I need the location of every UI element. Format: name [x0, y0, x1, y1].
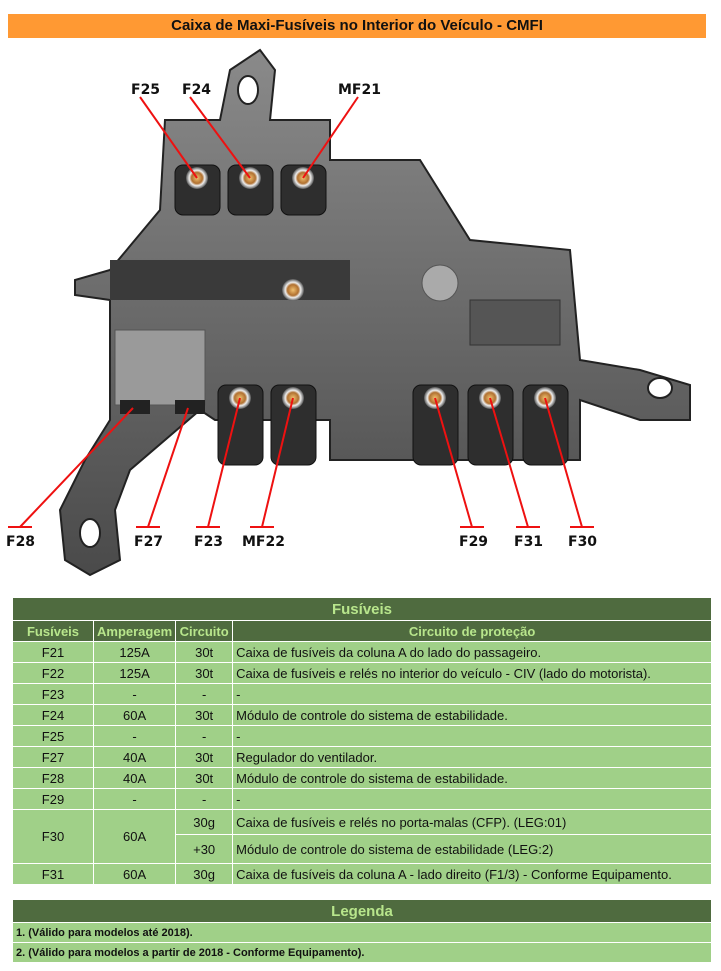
cell-circuit: 30t [175, 641, 234, 663]
col-header-fuse: Fusíveis [12, 620, 94, 642]
cell-fuse: F22 [12, 662, 94, 684]
cell-fuse: F23 [12, 683, 94, 705]
cell-fuse: F27 [12, 746, 94, 768]
cell-circuit: - [175, 725, 234, 747]
cell-amp: 60A [92, 809, 177, 864]
legend-item: 2. (Válido para modelos a partir de 2018… [12, 942, 712, 963]
cell-desc: Caixa de fusíveis da coluna A do lado do… [232, 641, 712, 663]
cell-circuit2: +30 [175, 834, 234, 864]
cell-amp: 125A [92, 662, 177, 684]
label-f30: F30 [568, 534, 597, 550]
cell-circuit: 30t [175, 704, 234, 726]
cell-fuse: F24 [12, 704, 94, 726]
cell-circuit: 30g [175, 809, 234, 835]
cell-fuse: F25 [12, 725, 94, 747]
fuses-table: Fusíveis Fusíveis Amperagem Circuito Cir… [12, 597, 712, 885]
cell-desc: Regulador do ventilador. [232, 746, 712, 768]
cell-desc2: Módulo de controle do sistema de estabil… [232, 834, 712, 864]
label-f23: F23 [194, 534, 223, 550]
legend-title: Legenda [12, 899, 712, 923]
cell-circuit: - [175, 788, 234, 810]
label-mf21: MF21 [338, 82, 381, 98]
cell-amp: 40A [92, 767, 177, 789]
cell-fuse: F29 [12, 788, 94, 810]
cell-fuse: F21 [12, 641, 94, 663]
callout-lines [8, 96, 594, 528]
cell-amp: 125A [92, 641, 177, 663]
cell-desc: Módulo de controle do sistema de estabil… [232, 767, 712, 789]
cell-desc: - [232, 725, 712, 747]
cell-circuit: - [175, 683, 234, 705]
fuse-box-body [58, 48, 691, 577]
label-f24: F24 [182, 82, 211, 98]
cell-desc: - [232, 683, 712, 705]
table-title: Fusíveis [12, 597, 712, 621]
legend-table: Legenda 1. (Válido para modelos até 2018… [12, 899, 712, 963]
col-header-protection: Circuito de proteção [232, 620, 712, 642]
col-header-amperage: Amperagem [92, 620, 177, 642]
cell-amp: - [92, 788, 177, 810]
cell-fuse: F30 [12, 809, 94, 864]
page-title: Caixa de Maxi-Fusíveis no Interior do Ve… [8, 14, 706, 38]
cell-amp: - [92, 725, 177, 747]
cell-desc: Caixa de fusíveis e relés no interior do… [232, 662, 712, 684]
cell-desc: Módulo de controle do sistema de estabil… [232, 704, 712, 726]
label-f27: F27 [134, 534, 163, 550]
cell-desc: - [232, 788, 712, 810]
cell-amp: 60A [92, 704, 177, 726]
legend-item: 1. (Válido para modelos até 2018). [12, 922, 712, 943]
cell-fuse: F31 [12, 863, 94, 885]
col-header-circuit: Circuito [175, 620, 234, 642]
fuse-studs [186, 167, 556, 409]
label-f29: F29 [459, 534, 488, 550]
cell-circuit: 30t [175, 662, 234, 684]
cell-fuse: F28 [12, 767, 94, 789]
fuse-box-diagram: F25 F24 MF21 F28 F27 F23 MF22 F29 F31 F3… [6, 48, 691, 577]
cell-amp: 40A [92, 746, 177, 768]
cell-circuit: 30t [175, 746, 234, 768]
label-mf22: MF22 [242, 534, 285, 550]
table-row: F25--- [12, 725, 712, 747]
label-f31: F31 [514, 534, 543, 550]
table-row: F23--- [12, 683, 712, 705]
cell-circuit: 30g [175, 863, 234, 885]
cell-desc: Caixa de fusíveis da coluna A - lado dir… [232, 863, 712, 885]
cell-amp: - [92, 683, 177, 705]
cell-desc: Caixa de fusíveis e relés no porta-malas… [232, 809, 712, 835]
cell-circuit: 30t [175, 767, 234, 789]
label-f28: F28 [6, 534, 35, 550]
table-row: F29--- [12, 788, 712, 810]
label-f25: F25 [131, 82, 160, 98]
cell-amp: 60A [92, 863, 177, 885]
